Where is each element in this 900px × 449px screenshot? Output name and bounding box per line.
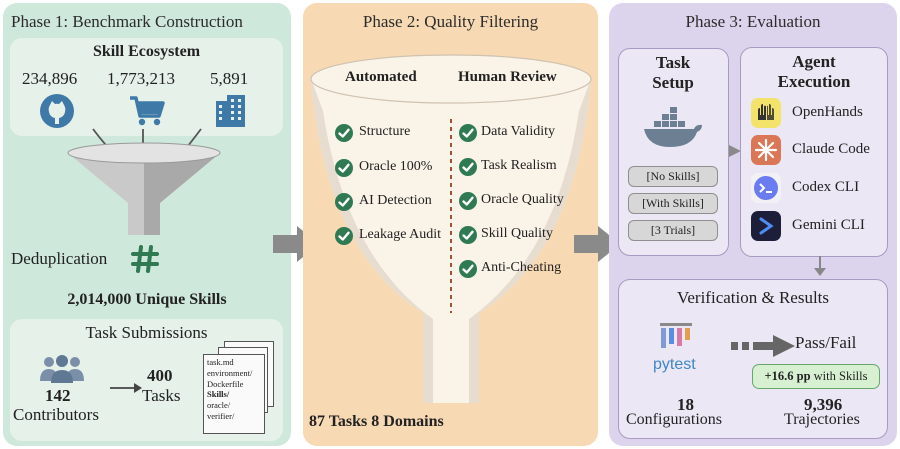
option-no-skills: [No Skills] xyxy=(628,166,718,187)
skills-gain-text: with Skills xyxy=(813,369,868,383)
setup-to-agent-arrow xyxy=(729,145,741,157)
dedup-label: Deduplication xyxy=(11,249,108,268)
tasks-count: 400 xyxy=(147,366,173,385)
human-check-oracle-quality: Oracle Quality xyxy=(481,192,564,207)
file-oracle: oracle/ xyxy=(207,400,231,411)
phase3-panel: Phase 3: Evaluation Task Setup [No Skill… xyxy=(609,3,897,446)
auto-check-oracle: Oracle 100% xyxy=(359,159,433,174)
check-icon xyxy=(459,124,477,142)
agent-codex-cli: Codex CLI xyxy=(792,179,860,195)
check-icon xyxy=(335,159,353,177)
file-verifier: verifier/ xyxy=(207,410,235,421)
skill-ecosystem-title: Skill Ecosystem xyxy=(92,43,201,60)
file-skills: Skills/ xyxy=(207,389,230,400)
task-submissions-title: Task Submissions xyxy=(85,323,208,342)
gemini-cli-icon xyxy=(751,211,781,241)
check-icon xyxy=(335,227,353,245)
hash-icon xyxy=(131,245,159,273)
phase2-title: Phase 2: Quality Filtering xyxy=(362,12,539,31)
skill-ecosystem-box: Skill Ecosystem 234,896 1,773,213 5,891 xyxy=(10,38,283,136)
file-environment: environment/ xyxy=(207,367,253,378)
task-setup-title: Task Setup xyxy=(619,53,727,93)
contributors-label: Contributors xyxy=(13,405,99,424)
human-check-skill-quality: Skill Quality xyxy=(481,226,553,241)
check-icon xyxy=(459,226,477,244)
option-with-skills: [With Skills] xyxy=(628,193,718,214)
skills-gain-badge: +16.6 pp with Skills xyxy=(752,364,880,389)
human-review-title: Human Review xyxy=(458,69,557,85)
agent-execution-title-line2: Execution xyxy=(777,72,851,91)
agent-claude-code: Claude Code xyxy=(792,141,870,157)
phase2-panel: Phase 2: Quality Filtering Automated Hum… xyxy=(303,3,598,446)
task-setup-title-line1: Task xyxy=(655,53,691,72)
verification-arrow xyxy=(731,335,795,357)
automated-title: Automated xyxy=(345,69,417,85)
check-icon xyxy=(335,124,353,142)
unique-skills-label: 2,014,000 Unique Skills xyxy=(67,291,227,308)
skills-gain-value: +16.6 pp xyxy=(764,369,811,383)
human-check-task-realism: Task Realism xyxy=(481,158,557,173)
phase1-panel: Phase 1: Benchmark Construction Skill Ec… xyxy=(3,3,291,446)
docker-icon xyxy=(644,107,702,147)
file-dockerfile: Dockerfile xyxy=(207,378,244,389)
quality-funnel xyxy=(310,54,592,403)
human-check-anti-cheating: Anti-Cheating xyxy=(481,260,562,275)
openhands-icon xyxy=(751,98,781,128)
enterprise-count: 5,891 xyxy=(210,69,249,88)
shopping-cart-icon xyxy=(130,96,165,126)
auto-check-structure: Structure xyxy=(359,124,411,139)
trajectories-count: 9,396 xyxy=(804,395,843,414)
check-icon xyxy=(459,260,477,278)
agent-execution-title-line1: Agent xyxy=(792,52,836,71)
auto-check-leakage: Leakage Audit xyxy=(359,227,442,242)
contributors-icon xyxy=(40,355,84,383)
agent-execution-box: Agent Execution OpenHands Claude Code Co… xyxy=(740,47,888,257)
tasks-label: Tasks xyxy=(142,386,181,405)
pass-fail-label: Pass/Fail xyxy=(795,333,857,352)
configurations-label: Configurations xyxy=(626,411,722,428)
human-check-data-validity: Data Validity xyxy=(481,124,556,139)
verification-title: Verification & Results xyxy=(676,288,830,307)
option-3-trials: [3 Trials] xyxy=(628,220,718,241)
check-icon xyxy=(459,158,477,176)
github-icon xyxy=(40,94,74,128)
pytest-icon xyxy=(660,323,692,348)
agent-gemini-cli: Gemini CLI xyxy=(792,217,865,233)
github-count: 234,896 xyxy=(22,69,78,88)
marketplace-count: 1,773,213 xyxy=(107,69,175,88)
claude-code-icon xyxy=(751,135,781,165)
pytest-label: pytest xyxy=(653,356,696,373)
check-icon xyxy=(459,192,477,210)
configurations-count: 18 xyxy=(677,395,694,414)
trajectories-label: Trajectories xyxy=(784,411,860,428)
building-icon xyxy=(216,95,245,127)
agent-openhands: OpenHands xyxy=(792,104,863,120)
phase2-summary: 87 Tasks 8 Domains xyxy=(309,413,444,430)
task-files-doc: task.md environment/ Dockerfile Skills/ … xyxy=(203,354,265,434)
contributors-count: 142 xyxy=(45,386,71,405)
task-setup-box: Task Setup [No Skills] [With Skills] [3 … xyxy=(618,48,729,256)
phase1-title: Phase 1: Benchmark Construction xyxy=(11,12,243,31)
codex-cli-icon xyxy=(751,173,781,203)
auto-check-ai-detection: AI Detection xyxy=(359,193,432,208)
agent-to-verification-arrow xyxy=(814,256,826,276)
file-task-md: task.md xyxy=(207,357,234,367)
phase3-title: Phase 3: Evaluation xyxy=(685,12,821,31)
task-submissions-box: Task Submissions 142 Contributors 400 Ta… xyxy=(10,319,283,441)
task-setup-title-line2: Setup xyxy=(652,73,694,92)
dedup-funnel xyxy=(67,142,221,235)
submission-arrow xyxy=(110,383,142,393)
verification-box: Verification & Results pytest Pass/Fail … xyxy=(618,279,888,439)
agent-execution-title: Agent Execution xyxy=(741,52,887,92)
check-icon xyxy=(335,193,353,211)
